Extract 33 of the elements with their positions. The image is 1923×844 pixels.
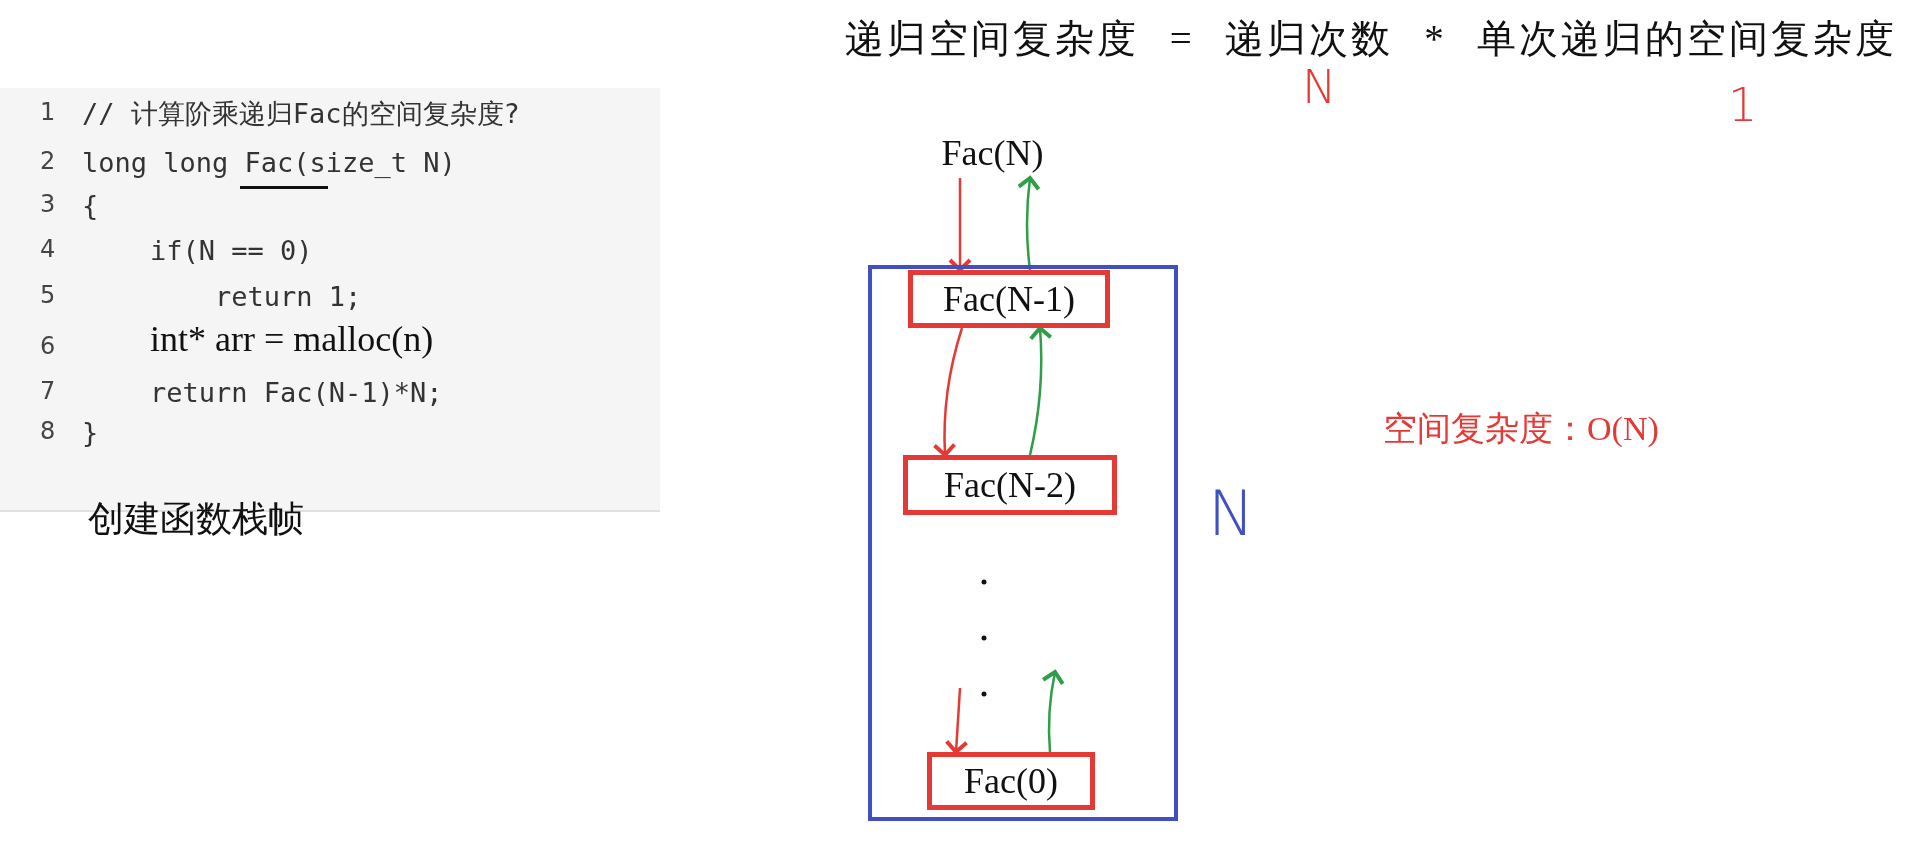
line-number: 2 [40, 148, 56, 175]
handwritten-note: N [1208, 480, 1255, 549]
handwritten-note: N [1302, 62, 1337, 113]
code-line: long long Fac(size_t N) [82, 148, 456, 178]
result-text: 空间复杂度：O(N) [1383, 410, 1659, 448]
code-line: { [82, 191, 99, 221]
arrow [1016, 176, 1041, 271]
function-frame-box: Fac(N-1) [908, 270, 1110, 328]
formula-text: 递归空间复杂度 = 递归次数 * 单次递归的空间复杂度 [845, 18, 1898, 61]
line-number: 8 [40, 418, 56, 445]
line-number: 5 [40, 282, 56, 309]
arrow [948, 178, 972, 272]
function-frame-box: Fac(0) [927, 752, 1095, 810]
arrow [932, 327, 964, 457]
line-number: 7 [40, 378, 56, 405]
handwritten-note: 1 [1728, 80, 1758, 131]
line-number: 3 [40, 191, 56, 218]
stack-region-box [868, 265, 1178, 821]
function-frame-box: Fac(N-2) [903, 455, 1117, 515]
code-line: return 1; [215, 282, 362, 312]
function-call-text: Fac(N) [925, 128, 1060, 178]
arrow [1041, 670, 1065, 753]
code-line: } [82, 418, 99, 448]
code-line: return Fac(N-1)*N; [150, 378, 443, 408]
arrow [944, 687, 969, 754]
line-number: 6 [40, 333, 56, 360]
line-number: 1 [40, 99, 56, 126]
code-line: // 计算阶乘递归Fac的空间复杂度? [82, 99, 520, 129]
code-line: if(N == 0) [150, 236, 313, 266]
code-line: int* arr = malloc(n) [150, 320, 434, 360]
line-number: 4 [40, 236, 56, 263]
arrow [1028, 326, 1053, 456]
note-text: 创建函数栈帧 [88, 500, 304, 540]
